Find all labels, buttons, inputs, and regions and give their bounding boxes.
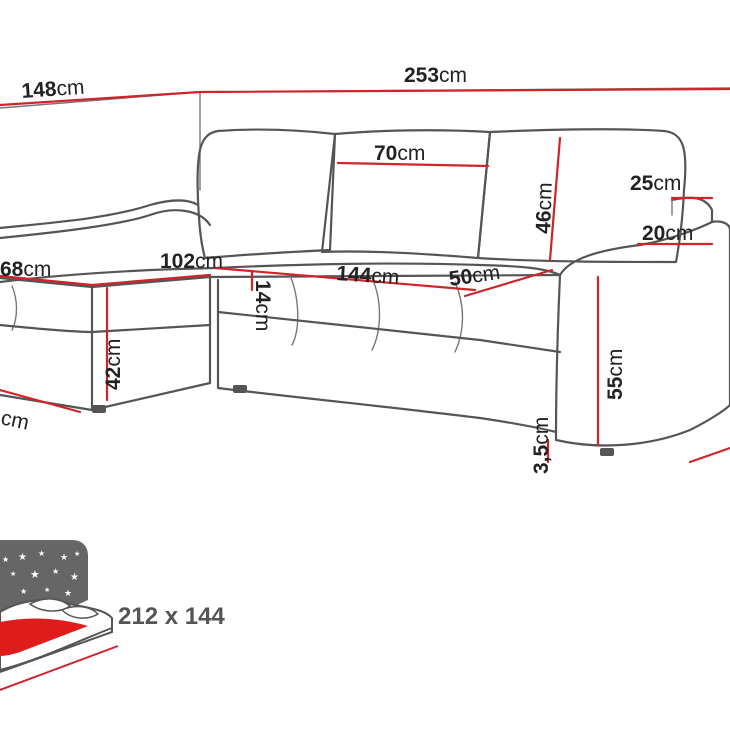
seat-top-edge <box>0 273 562 289</box>
star-icon: ★ ★ ★ ★ ★ ★ ★ ★ ★ ★ ★ ★ <box>2 549 80 599</box>
dim-armrest-height: 25cm <box>630 172 681 195</box>
chaise-front <box>0 323 212 334</box>
right-arm-front <box>554 273 730 447</box>
dim-leg-height: 3,5cm <box>530 417 553 474</box>
dim-chaise-seat-width: 68cm <box>0 258 51 281</box>
bed-size-label: 212 x 144 <box>118 603 225 630</box>
svg-text:★: ★ <box>18 552 27 563</box>
svg-text:★: ★ <box>60 553 68 563</box>
right-armrest <box>558 220 730 277</box>
dimension-lines <box>0 87 730 464</box>
seat-front <box>216 278 558 434</box>
svg-text:★: ★ <box>64 589 72 599</box>
dim-cushion-thickness: 14cm <box>251 280 274 331</box>
leg <box>600 448 614 456</box>
dim-seat-depth: 50cm <box>447 261 501 291</box>
svg-text:★: ★ <box>70 572 79 583</box>
dim-armrest-width: 20cm <box>642 222 693 245</box>
svg-text:★: ★ <box>10 570 16 578</box>
chaise-back <box>0 199 200 230</box>
dim-seat-height: 42cm <box>102 339 125 390</box>
dim-seat-width: 144cm <box>336 262 400 289</box>
bed-icon <box>0 598 119 691</box>
svg-text:★: ★ <box>38 549 45 558</box>
svg-text:★: ★ <box>2 555 9 564</box>
dim-width-total: 253cm <box>404 64 467 87</box>
dim-backrest-cushion-width: 70cm <box>374 142 425 165</box>
sofa-outline <box>0 87 730 456</box>
dim-backrest-height: 46cm <box>532 182 557 234</box>
dim-total-height: 55cm <box>604 349 627 400</box>
leg <box>233 385 247 393</box>
leg <box>92 405 106 413</box>
svg-text:★: ★ <box>20 587 27 596</box>
svg-text:★: ★ <box>30 568 40 581</box>
dimension-labels: 148cm 253cm 70cm 46cm 25cm 20cm 68cm 102… <box>0 64 693 474</box>
svg-text:★: ★ <box>44 586 50 594</box>
backrest-cushion-left <box>196 128 337 260</box>
bed-function-badge: ★ ★ ★ ★ ★ ★ ★ ★ ★ ★ ★ ★ 212 x 144 <box>0 540 225 691</box>
dim-width-corner: 148cm <box>21 76 85 103</box>
dim-depth-left: cm <box>0 406 31 434</box>
svg-text:★: ★ <box>52 567 59 576</box>
dim-chaise-seat-depth: 102cm <box>160 250 223 273</box>
svg-text:★: ★ <box>74 550 80 558</box>
